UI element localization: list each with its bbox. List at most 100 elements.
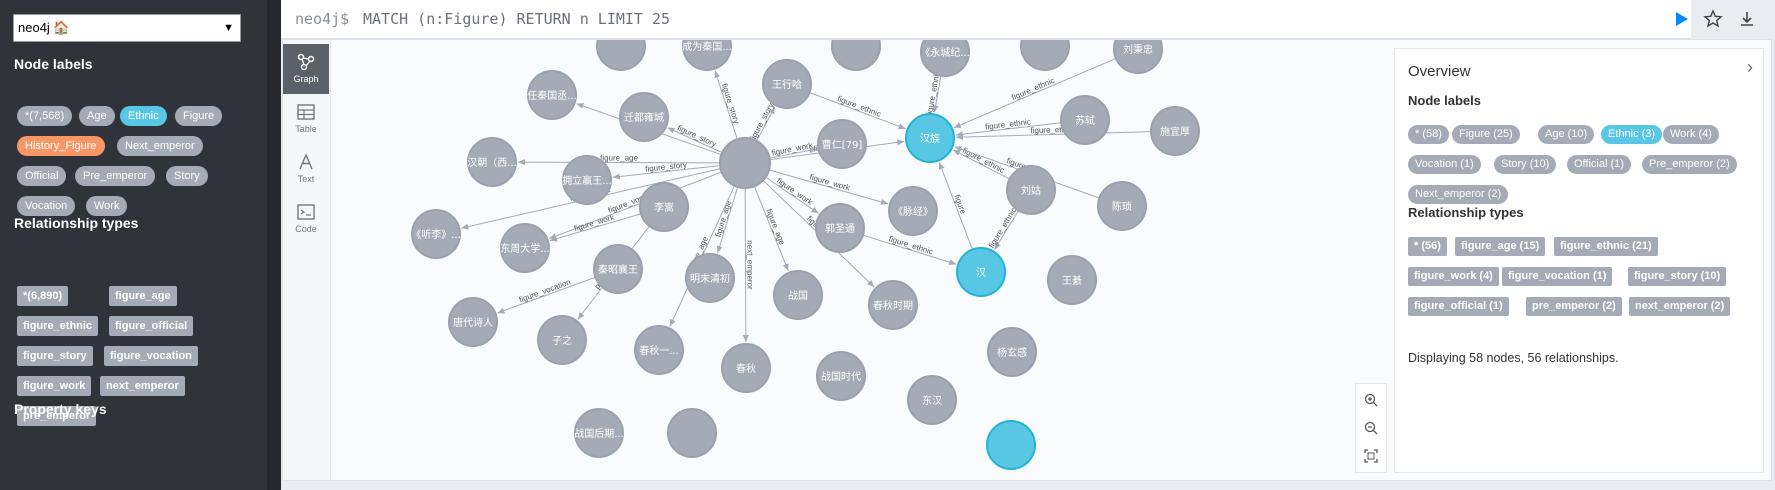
overview-relationship-type-tag[interactable]: pre_emperor (2) xyxy=(1526,297,1622,316)
graph-node[interactable] xyxy=(596,40,646,71)
graph-edge[interactable] xyxy=(716,186,739,254)
overview-relationship-type-tag[interactable]: figure_work (4) xyxy=(1408,267,1499,286)
graph-node[interactable]: 东周大学... xyxy=(500,223,550,273)
download-icon[interactable] xyxy=(1736,8,1758,30)
relationship-type-tag[interactable]: figure_story xyxy=(17,346,93,366)
graph-node[interactable]: 王綦 xyxy=(1047,255,1097,305)
zoom-out-icon[interactable] xyxy=(1356,414,1386,442)
graph-node[interactable]: 东汉 xyxy=(907,375,957,425)
node-circle[interactable] xyxy=(815,203,865,253)
overview-relationship-type-tag[interactable]: figure_vocation (1) xyxy=(1502,267,1613,286)
node-label-pill[interactable]: Work xyxy=(86,196,128,216)
graph-node[interactable]: 《永城纪... xyxy=(920,40,970,77)
node-label-pill[interactable]: Story xyxy=(166,166,208,186)
graph-node[interactable]: 汉朝（西... xyxy=(467,137,517,187)
graph-edge[interactable] xyxy=(768,169,889,205)
graph-node[interactable]: 苏轼 xyxy=(1060,95,1110,145)
graph-edge[interactable] xyxy=(862,234,957,266)
node-circle[interactable] xyxy=(816,351,866,401)
graph-node[interactable]: 春秋一... xyxy=(634,325,684,375)
node-label-pill[interactable]: Age xyxy=(79,106,115,126)
graph-edge[interactable] xyxy=(938,162,973,250)
relationship-type-tag[interactable]: figure_vocation xyxy=(104,346,198,366)
overview-node-label-pill[interactable]: Vocation (1) xyxy=(1408,155,1481,174)
editor-query[interactable]: MATCH (n:Figure) RETURN n LIMIT 25 xyxy=(363,10,671,28)
node-circle[interactable] xyxy=(905,113,955,163)
graph-node[interactable]: 《听李》... xyxy=(411,209,461,259)
graph-edge[interactable] xyxy=(753,186,789,272)
node-label-pill[interactable]: Next_emperor xyxy=(117,136,203,156)
graph-node[interactable] xyxy=(667,408,717,458)
overview-relationship-type-tag[interactable]: next_emperor (2) xyxy=(1629,297,1731,316)
relationship-type-tag[interactable]: figure_ethnic xyxy=(17,316,99,336)
node-label-pill[interactable]: *(7,568) xyxy=(17,106,73,126)
graph-node[interactable]: 春秋时期 xyxy=(868,280,918,330)
node-circle[interactable] xyxy=(467,137,517,187)
node-label-pill[interactable]: Vocation xyxy=(17,196,76,216)
graph-node[interactable]: 陈琐 xyxy=(1097,181,1147,231)
relationship-type-tag[interactable]: *(6,890) xyxy=(17,286,69,306)
graph-edge[interactable] xyxy=(769,147,817,159)
node-circle[interactable] xyxy=(987,327,1037,377)
graph-canvas[interactable]: figurefigure_storyfigure_storyfigure_sto… xyxy=(331,40,1725,481)
node-circle[interactable] xyxy=(986,420,1036,470)
graph-node[interactable]: 任秦国丞... xyxy=(527,70,577,120)
graph-edge[interactable] xyxy=(756,106,776,142)
play-icon[interactable] xyxy=(1670,8,1692,30)
graph-node[interactable]: 汉族 xyxy=(905,113,955,163)
graph-node[interactable]: 迁都雍城 xyxy=(619,92,669,142)
node-circle[interactable] xyxy=(1097,181,1147,231)
graph-node[interactable]: 战国后期... xyxy=(574,408,624,458)
graph-node[interactable]: 拥立嬴王... xyxy=(562,155,612,205)
graph-edge[interactable] xyxy=(809,92,906,130)
node-circle[interactable] xyxy=(868,280,918,330)
node-circle[interactable] xyxy=(562,155,612,205)
graph-node[interactable]: 刘秉忠 xyxy=(1113,40,1163,74)
relationship-type-tag[interactable]: figure_age xyxy=(109,286,177,306)
node-circle[interactable] xyxy=(667,408,717,458)
overview-node-label-pill[interactable]: Ethnic (3) xyxy=(1601,125,1663,144)
overview-node-label-pill[interactable]: Official (1) xyxy=(1567,155,1631,174)
graph-node[interactable]: 子之 xyxy=(537,315,587,365)
graph-node[interactable]: 战国时代 xyxy=(816,351,866,401)
graph-node[interactable]: 成为秦国... xyxy=(682,40,732,71)
graph-node[interactable]: 王行哈 xyxy=(762,59,812,109)
graph-node[interactable] xyxy=(986,420,1036,470)
zoom-in-icon[interactable] xyxy=(1356,386,1386,414)
graph-edge[interactable] xyxy=(765,176,819,214)
graph-edge[interactable] xyxy=(714,70,738,140)
overview-relationship-type-tag[interactable]: figure_story (10) xyxy=(1628,267,1727,286)
relationship-type-tag[interactable]: pre_emperor xyxy=(17,406,97,426)
node-circle[interactable] xyxy=(682,40,732,71)
overview-node-label-pill[interactable]: Story (10) xyxy=(1494,155,1557,174)
overview-relationship-type-tag[interactable]: figure_age (15) xyxy=(1455,237,1546,256)
graph-edge[interactable] xyxy=(955,131,1152,141)
graph-node[interactable]: 汉 xyxy=(956,247,1006,297)
view-code-button[interactable]: Code xyxy=(283,194,329,244)
overview-node-label-pill[interactable]: * (58) xyxy=(1408,125,1449,144)
graph-node[interactable]: 春秋 xyxy=(721,343,771,393)
graph-edge[interactable] xyxy=(517,159,721,166)
overview-relationship-type-tag[interactable]: figure_ethnic (21) xyxy=(1554,237,1658,256)
graph-edge[interactable] xyxy=(497,276,596,314)
node-circle[interactable] xyxy=(411,209,461,259)
graph-node[interactable]: 郭圣通 xyxy=(815,203,865,253)
node-circle[interactable] xyxy=(762,59,812,109)
node-circle[interactable] xyxy=(1060,95,1110,145)
node-circle[interactable] xyxy=(527,70,577,120)
overview-node-label-pill[interactable]: Age (10) xyxy=(1538,125,1595,144)
graph-node[interactable]: 李嵩 xyxy=(639,182,689,232)
node-circle[interactable] xyxy=(773,270,823,320)
node-label-pill[interactable]: Figure xyxy=(175,106,223,126)
view-text-button[interactable]: Text xyxy=(283,144,329,194)
graph-node[interactable]: 施宜厚 xyxy=(1150,106,1200,156)
graph-edge[interactable] xyxy=(953,57,1117,129)
relationship-type-tag[interactable]: next_emperor xyxy=(100,376,185,396)
query-editor[interactable]: neo4j$ MATCH (n:Figure) RETURN n LIMIT 2… xyxy=(281,0,1753,39)
node-circle[interactable] xyxy=(574,408,624,458)
chevron-right-icon[interactable]: › xyxy=(1747,57,1753,77)
graph-node[interactable]: 秦昭襄王 xyxy=(593,244,643,294)
node-circle[interactable] xyxy=(596,40,646,71)
star-icon[interactable] xyxy=(1702,8,1724,30)
node-circle[interactable] xyxy=(537,315,587,365)
